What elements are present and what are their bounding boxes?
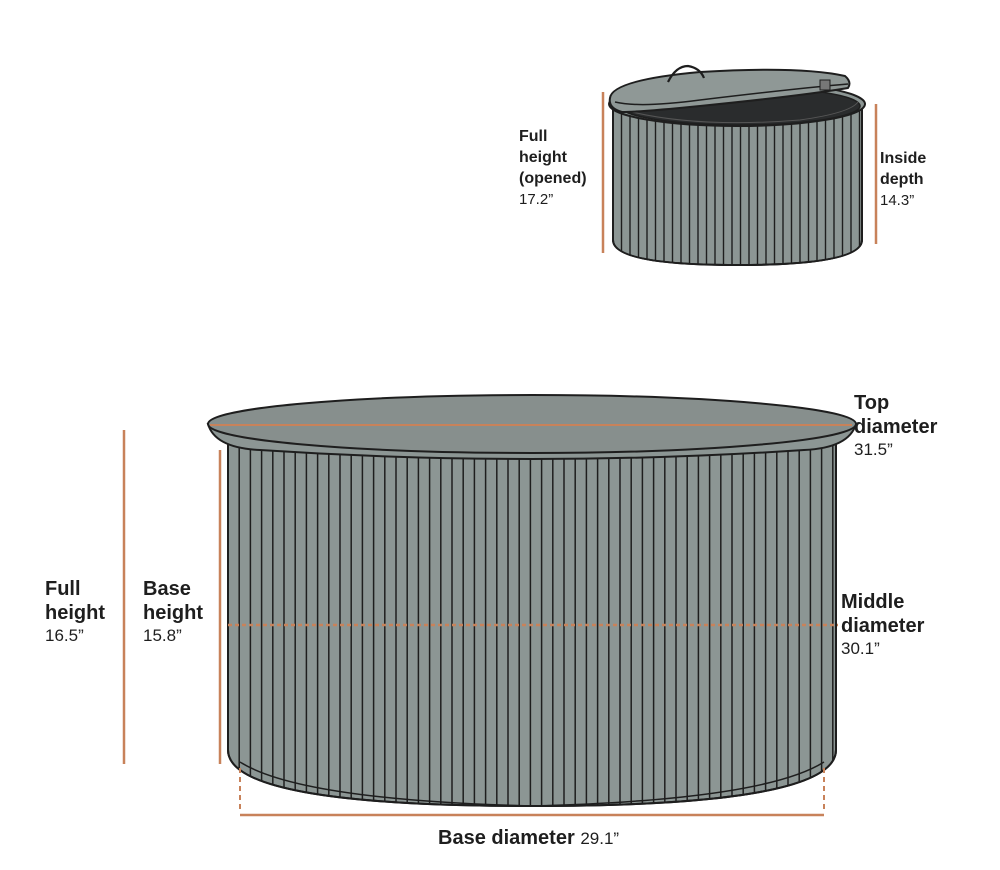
base-diameter-label: Base diameter 29.1” (438, 827, 619, 850)
full-height-opened-name-line: height (519, 149, 567, 166)
full-height-opened-name-line: Full (519, 128, 548, 145)
base-height-name-line: Base (143, 578, 191, 600)
base-height-value: 15.8” (143, 626, 182, 645)
closed-table-illustration (122, 394, 858, 817)
lid-handle-icon (667, 64, 706, 83)
full-height-opened-value: 17.2” (519, 191, 554, 208)
small-table-open-lid (608, 64, 851, 114)
top-diameter-name-line: Top (854, 392, 890, 414)
table-top (206, 394, 858, 460)
full-height-name-line: Full (45, 578, 81, 600)
middle-diameter-name-line: Middle (841, 591, 905, 613)
middle-diameter-value: 30.1” (841, 639, 880, 658)
full-height-opened-label: Full height (opened) 17.2” (519, 126, 587, 210)
inside-depth-name-line: Inside (880, 150, 927, 167)
full-height-name-line: height (45, 602, 105, 624)
lid-hinge-icon (819, 79, 831, 91)
base-height-name-line: height (143, 602, 203, 624)
middle-diameter-name-line: diameter (841, 615, 925, 637)
full-height-value: 16.5” (45, 626, 84, 645)
top-diameter-label: Top diameter 31.5” (854, 391, 937, 461)
full-height-label: Full height 16.5” (45, 577, 105, 647)
inside-depth-name-line: depth (880, 171, 924, 188)
full-height-opened-name-line: (opened) (519, 170, 587, 187)
inside-depth-label: Inside depth 14.3” (880, 148, 926, 211)
middle-diameter-label: Middle diameter 30.1” (841, 590, 924, 660)
top-diameter-value: 31.5” (854, 440, 893, 459)
base-height-label: Base height 15.8” (143, 577, 203, 647)
top-diameter-name-line: diameter (854, 416, 938, 438)
small-table-body (612, 109, 863, 267)
opened-table-illustration (601, 64, 878, 267)
base-diameter-value: 29.1” (580, 829, 620, 848)
base-diameter-name: Base diameter (438, 827, 575, 849)
inside-depth-value: 14.3” (880, 192, 915, 209)
